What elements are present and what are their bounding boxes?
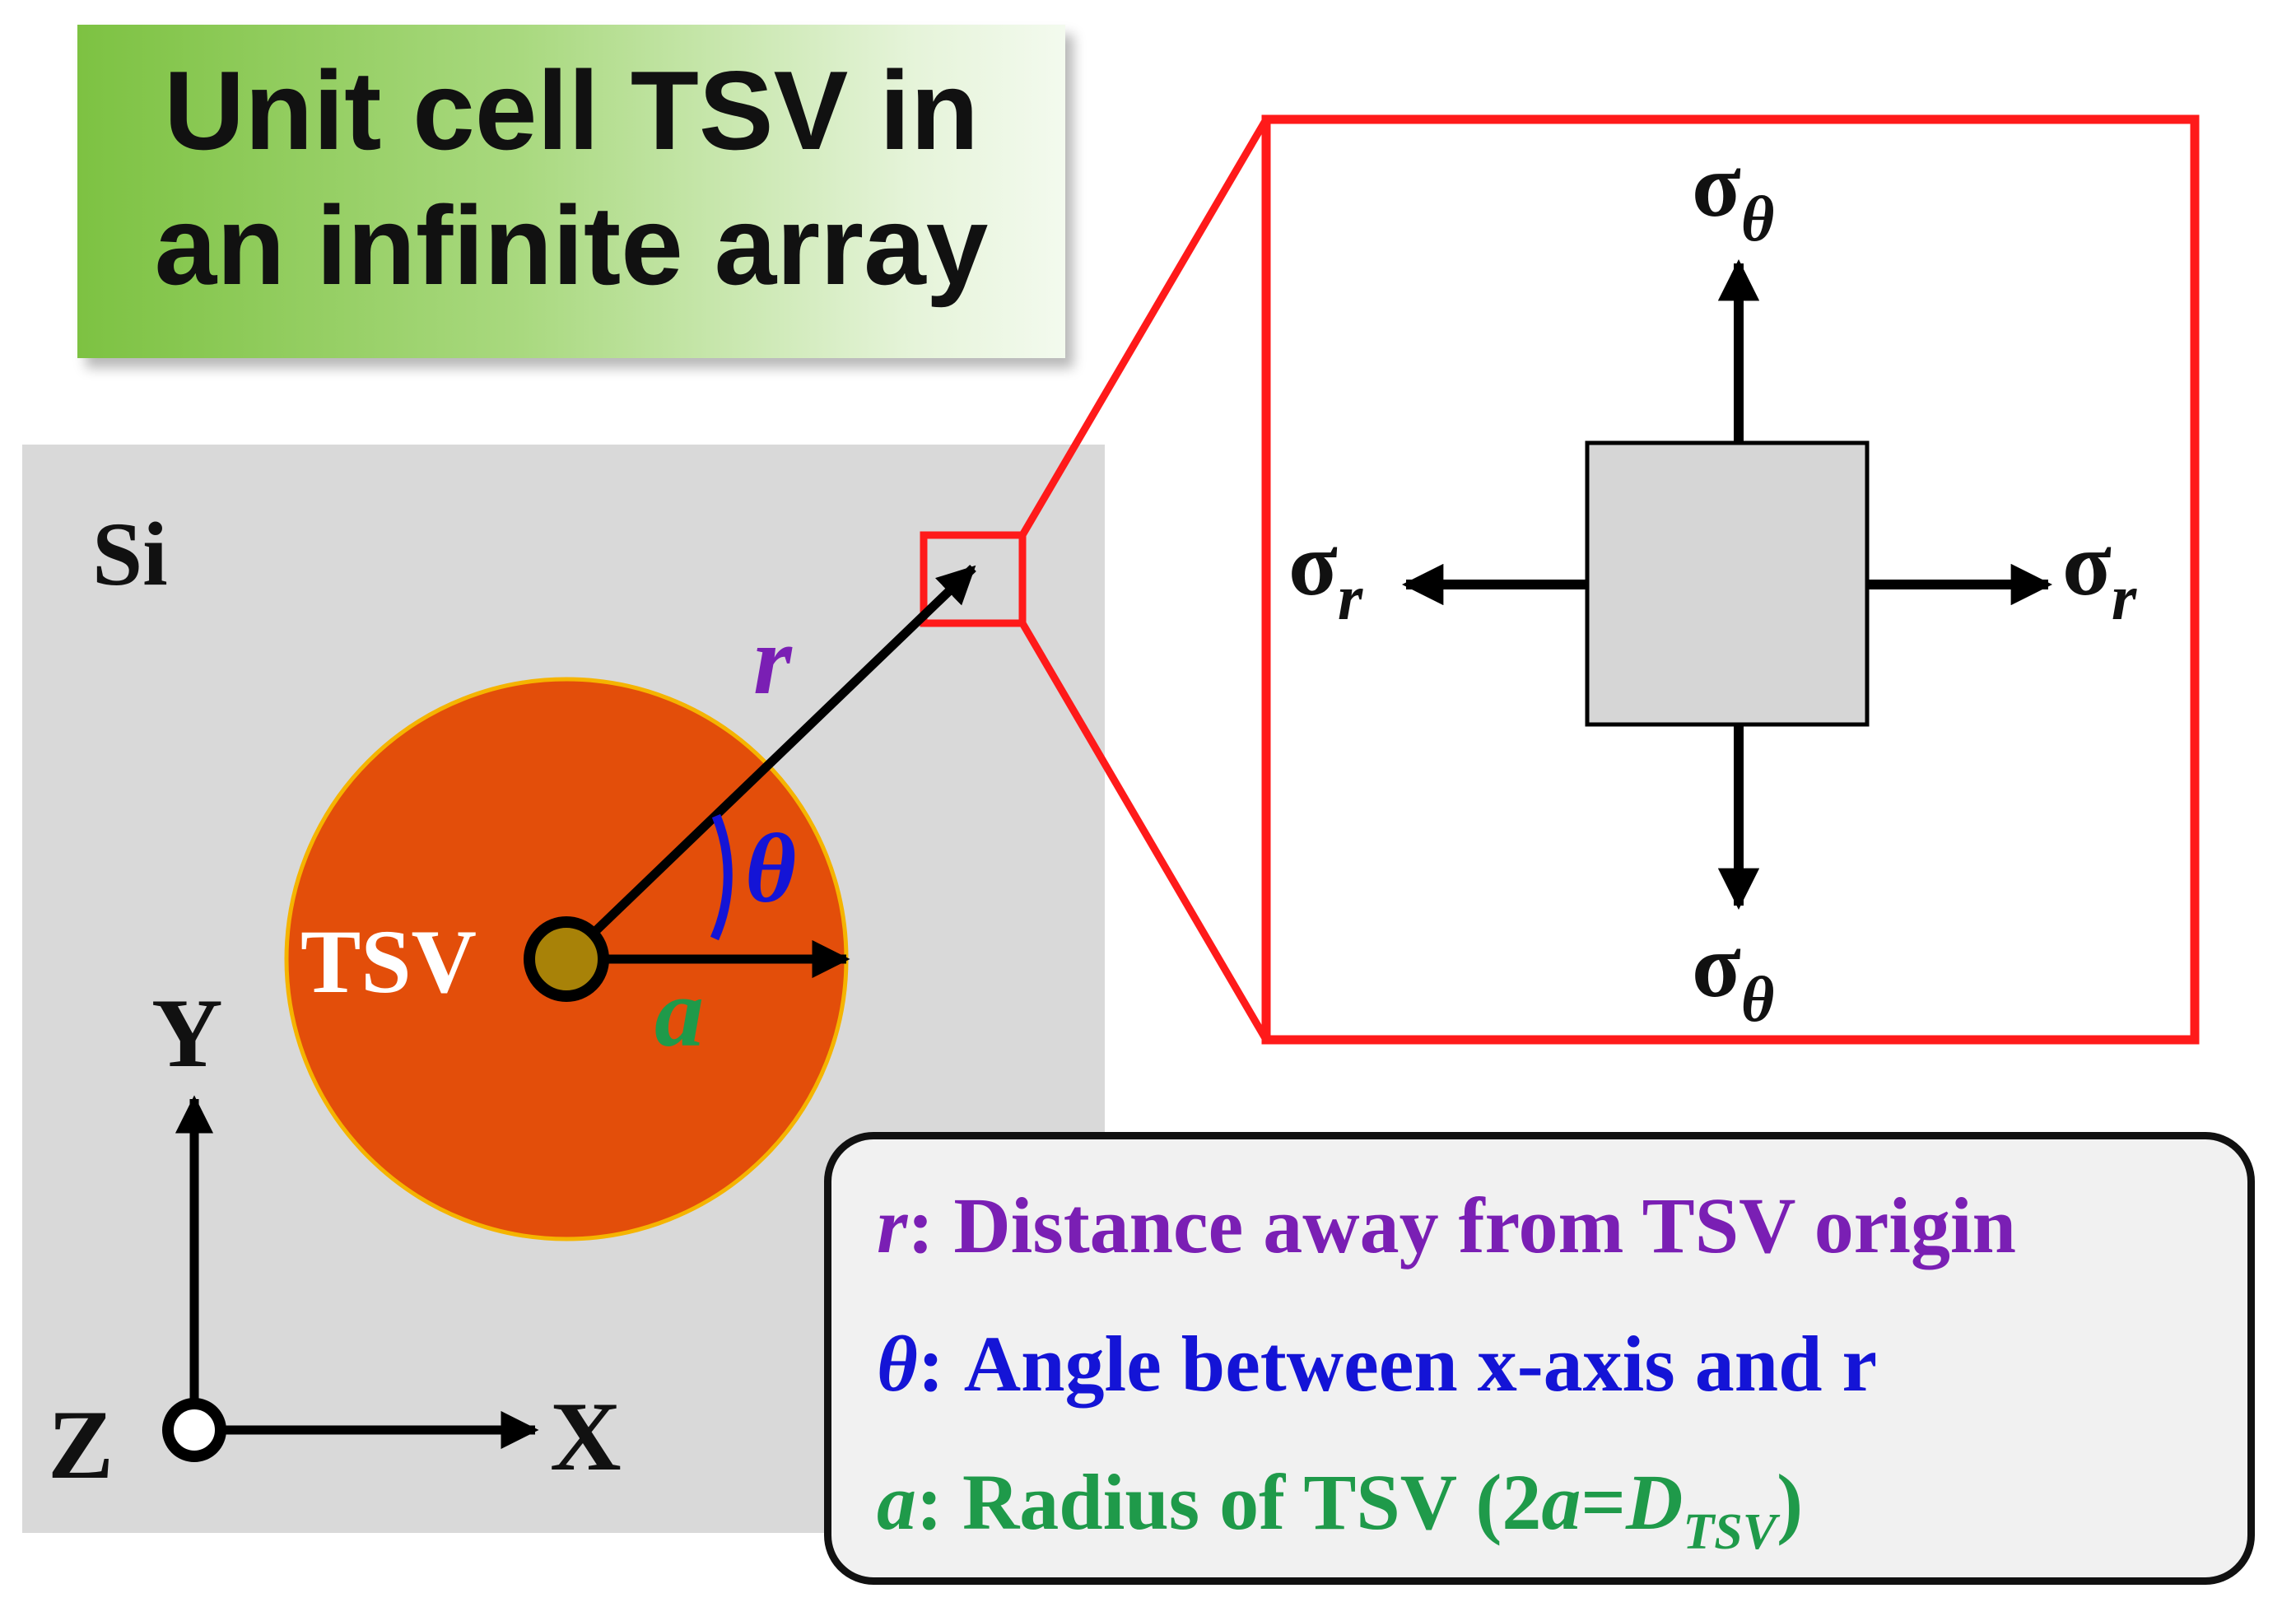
legend-a-text-1: : Radius of TSV (2 <box>916 1458 1542 1546</box>
a-label: a <box>654 957 704 1067</box>
stress-element <box>1585 440 1870 727</box>
legend-a-text-d: D <box>1626 1458 1684 1546</box>
theta-arc <box>710 813 733 941</box>
legend-theta-text: : Angle between x-axis and r <box>917 1320 1878 1408</box>
legend-r-symbol: r <box>877 1181 908 1269</box>
sigma-r-label-right: σr <box>2062 514 2137 633</box>
sigma-theta-label-bottom: σθ <box>1692 915 1774 1035</box>
zoom-connector-top <box>1019 117 1269 538</box>
r-label: r <box>753 605 793 715</box>
r-vector-arrow <box>563 565 976 962</box>
z-axis-origin <box>162 1398 226 1462</box>
legend-box: r: Distance away from TSV origin θ: Angl… <box>824 1132 2255 1585</box>
theta-label: θ <box>745 813 796 923</box>
legend-theta-symbol: θ <box>877 1320 918 1408</box>
x-axis-label: X <box>550 1381 622 1491</box>
sigma-r-label-left: σr <box>1288 514 1363 633</box>
zoom-region-small <box>920 531 1027 627</box>
title-line-2: an infinite array <box>154 183 989 308</box>
diagram-title: Unit cell TSV in an infinite array <box>77 43 1065 313</box>
y-axis-label: Y <box>151 978 223 1088</box>
tsv-origin-core <box>524 916 609 1002</box>
title-line-1: Unit cell TSV in <box>164 48 979 173</box>
legend-a-symbol: a <box>877 1458 916 1546</box>
tsv-label: TSV <box>300 911 477 1012</box>
legend-a-text-sub: TSV <box>1683 1504 1777 1560</box>
legend-row-theta: θ: Angle between x-axis and r <box>877 1319 1877 1409</box>
legend-row-r: r: Distance away from TSV origin <box>877 1181 2016 1271</box>
legend-r-text: : Distance away from TSV origin <box>907 1181 2017 1269</box>
legend-row-a: a: Radius of TSV (2a=DTSV) <box>877 1457 1803 1577</box>
title-banner <box>77 25 1065 358</box>
legend-a-text-a: a <box>1541 1458 1581 1546</box>
silicon-label: Si <box>92 504 168 604</box>
legend-a-text-eq: = <box>1581 1458 1627 1546</box>
legend-a-text-close: ) <box>1777 1458 1804 1546</box>
sigma-theta-label-top: σθ <box>1692 135 1774 254</box>
zoom-connector-bottom <box>1019 621 1269 1042</box>
z-axis-label: Z <box>48 1390 114 1499</box>
